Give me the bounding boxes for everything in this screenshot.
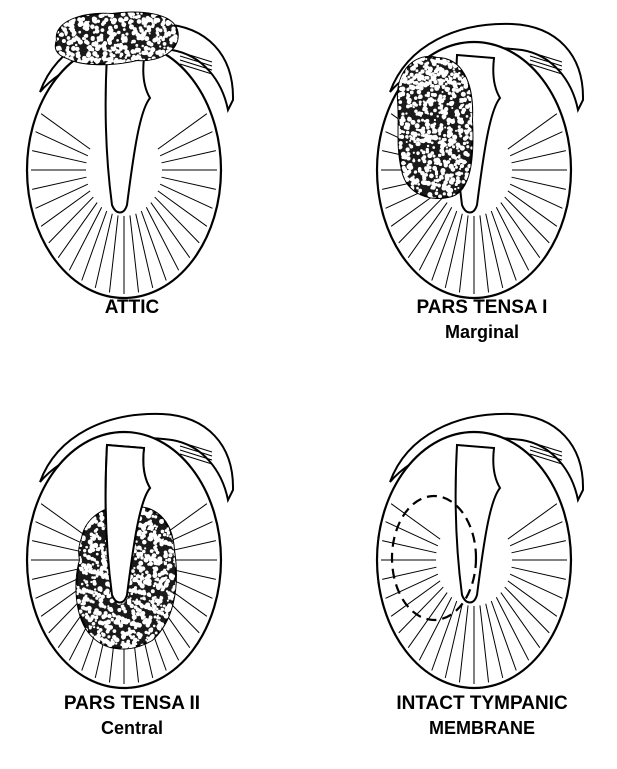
eardrum-drawing-pars-tensa-1 bbox=[362, 0, 602, 300]
caption-pars-tensa-1: PARS TENSA I Marginal bbox=[362, 296, 602, 344]
caption-intact-line1: INTACT TYMPANIC bbox=[396, 693, 567, 714]
caption-intact-line2: MEMBRANE bbox=[362, 716, 602, 740]
caption-pars-tensa-2: PARS TENSA II Central bbox=[12, 692, 252, 740]
caption-pars-tensa-2-line1: PARS TENSA II bbox=[64, 693, 200, 714]
caption-pars-tensa-1-line1: PARS TENSA I bbox=[417, 297, 548, 318]
eardrum-drawing-attic bbox=[12, 0, 252, 300]
caption-attic-line1: ATTIC bbox=[105, 297, 160, 318]
caption-pars-tensa-1-line2: Marginal bbox=[362, 320, 602, 344]
panel-intact: INTACT TYMPANIC MEMBRANE bbox=[362, 390, 602, 720]
caption-intact: INTACT TYMPANIC MEMBRANE bbox=[362, 692, 602, 740]
panel-attic: ATTIC bbox=[12, 0, 252, 330]
panel-pars-tensa-2: PARS TENSA II Central bbox=[12, 390, 252, 720]
eardrum-drawing-pars-tensa-2 bbox=[12, 390, 252, 690]
caption-attic: ATTIC bbox=[12, 296, 252, 320]
eardrum-drawing-intact bbox=[362, 390, 602, 690]
caption-pars-tensa-2-line2: Central bbox=[12, 716, 252, 740]
panel-pars-tensa-1: PARS TENSA I Marginal bbox=[362, 0, 602, 330]
